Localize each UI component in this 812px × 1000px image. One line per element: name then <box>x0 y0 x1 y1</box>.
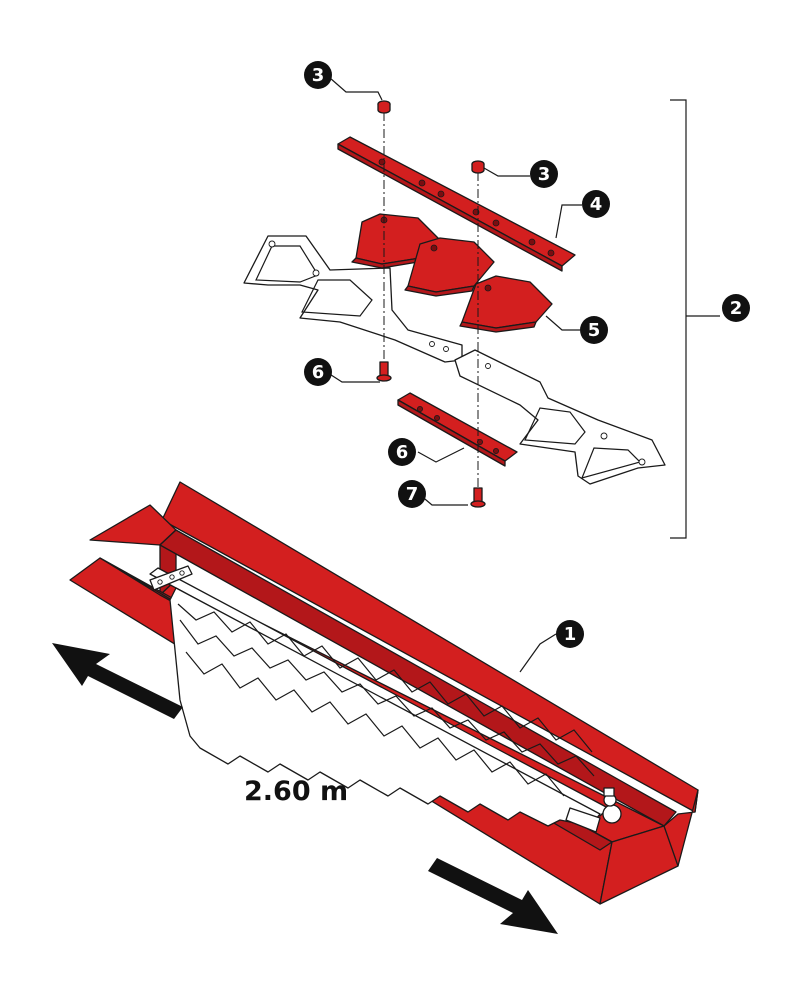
callout-1: 1 <box>556 620 584 648</box>
callout-3-right-label: 3 <box>538 164 551 185</box>
callout-6-top: 6 <box>304 358 332 386</box>
callout-3-right: 3 <box>530 160 558 188</box>
assembly-axis-lines <box>383 112 479 488</box>
callout-6-bottom-label: 6 <box>396 442 409 463</box>
knife-back-bar <box>337 136 576 272</box>
callout-3-top: 3 <box>304 61 332 89</box>
callout-2-label: 2 <box>730 298 743 319</box>
finger-guard <box>243 235 666 485</box>
knife-sections <box>351 213 553 333</box>
callout-1-label: 1 <box>564 624 577 645</box>
fasteners <box>376 100 486 508</box>
arrow-right <box>428 858 558 934</box>
knife-assembly-in-box <box>149 565 622 833</box>
arrow-left <box>52 643 183 719</box>
callout-5: 5 <box>580 316 608 344</box>
callout-7: 7 <box>398 480 426 508</box>
lower-plate <box>397 392 518 467</box>
callout-3-top-label: 3 <box>312 65 325 86</box>
direction-arrows <box>52 643 558 934</box>
callout-6-top-label: 6 <box>312 362 325 383</box>
callout-5-label: 5 <box>588 320 601 341</box>
callout-2: 2 <box>722 294 750 322</box>
callout-6-bottom: 6 <box>388 438 416 466</box>
assembly-bracket <box>670 99 720 539</box>
callout-7-label: 7 <box>406 484 419 505</box>
callout-4: 4 <box>582 190 610 218</box>
length-dimension: 2.60 m <box>244 776 348 807</box>
callout-4-label: 4 <box>590 194 603 215</box>
